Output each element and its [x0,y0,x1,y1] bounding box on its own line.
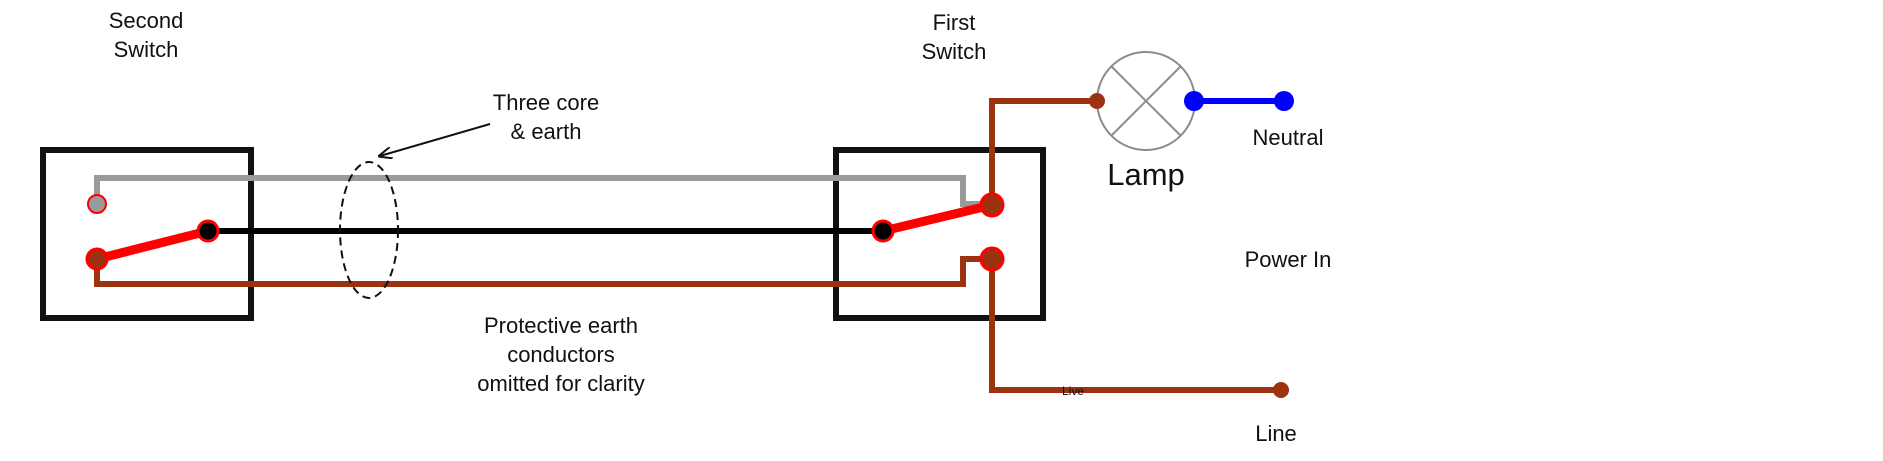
neutral-end-terminal [1274,91,1294,111]
first-switch-label-line2: Switch [922,39,987,64]
note-line1: Protective earth [484,313,638,338]
cable-label-line1: Three core [493,90,599,115]
lamp-live-terminal [1089,93,1105,109]
first-switch-label-line1: First [933,10,976,35]
first-switch-lever-pivot [871,219,895,243]
first-switch-terminal-bottom [979,246,1005,272]
second-switch-label-line2: Switch [114,37,179,62]
cable-bundle-ellipse [339,161,399,299]
line-supply-wire [989,259,1281,393]
power-in-label: Power In [1245,247,1332,272]
brown-strapper-wire [94,256,992,287]
line-end-terminal [1273,382,1289,398]
switched-live-wire [989,98,1097,204]
second-switch-terminal-common [85,247,109,271]
second-switch-terminal-top [87,194,107,214]
lamp-neutral-terminal [1184,91,1204,111]
line-label: Line [1255,421,1297,446]
lamp-label: Lamp [1107,157,1185,192]
first-switch-lever [878,200,997,236]
note-line3: omitted for clarity [477,371,645,396]
first-switch-terminal-top [979,192,1005,218]
cable-label-line2: & earth [511,119,582,144]
neutral-label: Neutral [1253,125,1324,150]
note-line2: conductors [507,342,615,367]
grey-strapper-wire [94,175,992,207]
second-switch-lever [92,226,213,264]
live-small-label: Live [1062,384,1084,398]
lamp-cross-b [1110,65,1182,137]
second-switch-label-line1: Second [109,8,184,33]
second-switch-lever-pivot [196,219,220,243]
cable-annotation-arrow [380,123,491,156]
